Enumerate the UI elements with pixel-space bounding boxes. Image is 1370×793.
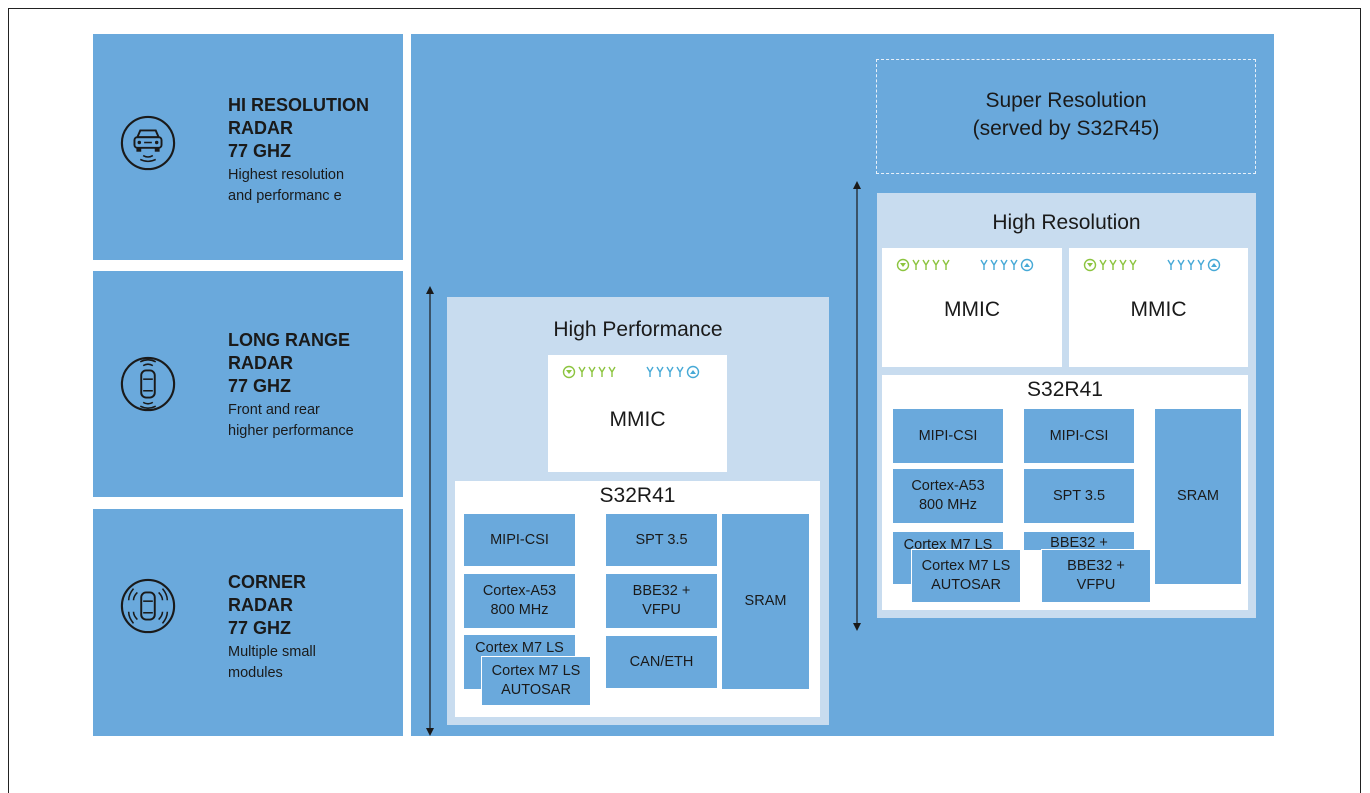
- card-title-line: RADAR: [228, 595, 293, 615]
- cortex-m7-autosar-block: Cortex M7 LS AUTOSAR: [481, 656, 591, 706]
- card-desc-line: and performanc e: [228, 188, 342, 204]
- super-resolution-title: Super Resolution: [985, 89, 1147, 112]
- can-eth-block: CAN/ETH: [606, 636, 717, 688]
- spt-block: SPT 3.5: [606, 514, 717, 566]
- card-desc-line: Multiple small: [228, 644, 316, 660]
- card-title-line: 77 GHZ: [228, 141, 292, 161]
- resolution-scale-arrow: [853, 181, 861, 631]
- mmic-box-left: MMIC: [882, 248, 1062, 367]
- mmic-box-right: MMIC: [1069, 248, 1248, 367]
- mipi-csi-block-right: MIPI-CSI: [1024, 409, 1134, 463]
- bbe32-block: BBE32 + VFPU: [606, 574, 717, 628]
- mmic-label: MMIC: [944, 298, 1000, 321]
- antenna-array-icon: [896, 258, 1034, 272]
- figure-frame: [8, 8, 1361, 793]
- card-title-line: RADAR: [228, 353, 293, 373]
- mipi-csi-block-left: MIPI-CSI: [893, 409, 1003, 463]
- card-long-range-radar: LONG RANGE RADAR 77 GHZ Front and rear high…: [93, 271, 403, 497]
- mmic-label: MMIC: [609, 408, 666, 431]
- antenna-array-icon: [1083, 258, 1221, 272]
- super-resolution-box: Super Resolution (served by S32R45): [876, 59, 1256, 174]
- card-desc-line: Highest resolution: [228, 167, 345, 183]
- high-performance-title: High Performance: [553, 318, 723, 341]
- super-resolution-subtitle: (served by S32R45): [972, 117, 1160, 140]
- car-front-radar-icon: [120, 115, 176, 171]
- s32r41-label: S32R41: [599, 484, 676, 507]
- mipi-csi-block: MIPI-CSI: [464, 514, 575, 566]
- cortex-a53-block-hr: Cortex-A53 800 MHz: [893, 469, 1003, 523]
- card-title-line: LONG RANGE: [228, 330, 351, 350]
- s32r41-label: S32R41: [1027, 378, 1103, 401]
- card-hi-resolution-radar: HI RESOLUTION RADAR 77 GHZ Highest resolut…: [93, 34, 403, 260]
- card-title-line: 77 GHZ: [228, 376, 292, 396]
- card-title-line: HI RESOLUTION: [228, 95, 370, 115]
- sram-block: SRAM: [722, 514, 809, 689]
- spt-block-hr: SPT 3.5: [1024, 469, 1134, 523]
- sram-block-hr: SRAM: [1155, 409, 1241, 584]
- cortex-a53-block: Cortex-A53 800 MHz: [464, 574, 575, 628]
- antenna-array-icon: [562, 365, 700, 379]
- car-top-corner-radar-icon: [120, 578, 176, 634]
- mmic-box: MMIC: [548, 355, 727, 472]
- card-desc-line: modules: [228, 665, 283, 681]
- card-corner-radar: CORNER RADAR 77 GHZ Multiple small modules: [93, 509, 403, 736]
- bbe32-back-block-hr: BBE32 +: [1024, 532, 1134, 550]
- mmic-label: MMIC: [1130, 298, 1187, 321]
- card-desc-line: higher performance: [228, 423, 354, 439]
- car-top-front-rear-radar-icon: [120, 356, 176, 412]
- high-resolution-title: High Resolution: [992, 211, 1141, 234]
- card-title-line: RADAR: [228, 118, 293, 138]
- cortex-m7-autosar-block-hr: Cortex M7 LS AUTOSAR: [911, 549, 1021, 603]
- card-title-line: CORNER: [228, 572, 307, 592]
- card-desc-line: Front and rear: [228, 402, 320, 418]
- card-title-line: 77 GHZ: [228, 618, 292, 638]
- performance-scale-arrow: [426, 286, 434, 736]
- bbe32-block-hr: BBE32 + VFPU: [1041, 549, 1151, 603]
